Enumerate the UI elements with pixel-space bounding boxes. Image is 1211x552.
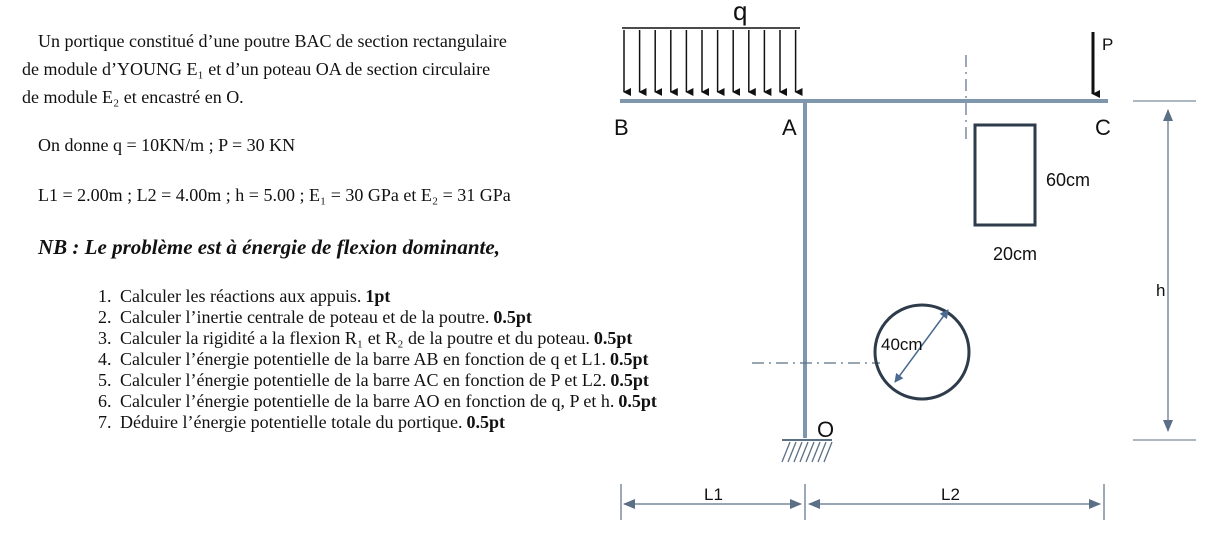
label-rect-width: 20cm: [993, 244, 1037, 264]
dimension-l1-l2: [620, 484, 1105, 520]
label-l2: L2: [941, 485, 960, 504]
column-circle-section: [873, 303, 971, 401]
question-points: 0.5pt: [593, 328, 633, 348]
label-circle-diameter: 40cm: [881, 335, 923, 354]
question-item: Déduire l’énergie potentielle totale du …: [116, 412, 657, 433]
label-h: h: [1156, 281, 1165, 300]
support-hatch-line: [817, 441, 827, 463]
given-dimensions: L1 = 2.00m ; L2 = 4.00m ; h = 5.00 ; E₁ …: [38, 185, 511, 205]
note-energy: NB : Le problème est à énergie de flexio…: [38, 235, 500, 259]
label-rect-height: 60cm: [1046, 170, 1090, 190]
fixed-support-o: [781, 439, 833, 463]
question-points: 1pt: [365, 286, 391, 306]
label-b: B: [614, 115, 629, 140]
question-points: 0.5pt: [609, 349, 649, 369]
dimension-h: [1133, 100, 1196, 441]
label-c: C: [1095, 115, 1111, 140]
question-item: Calculer l’inertie centrale de poteau et…: [116, 307, 657, 328]
question-points: 0.5pt: [493, 307, 532, 327]
support-hatch-line: [823, 441, 833, 463]
question-item: Calculer l’énergie potentielle de la bar…: [116, 349, 657, 370]
intro-line-3: de module E₂ et encastré en O.: [22, 87, 244, 107]
question-item: Calculer les réactions aux appuis.1pt: [116, 286, 657, 307]
label-o: O: [817, 417, 834, 442]
distributed-load-q: [622, 27, 803, 96]
label-p: P: [1102, 35, 1113, 54]
beam-rect-section: [973, 123, 1037, 227]
support-hatch-line: [799, 441, 809, 463]
label-l1: L1: [704, 485, 723, 504]
support-hatch-line: [805, 441, 815, 463]
question-item: Calculer l’énergie potentielle de la bar…: [116, 370, 657, 391]
question-points: 0.5pt: [466, 412, 506, 432]
given-loads: On donne q = 10KN/m ; P = 30 KN: [38, 135, 296, 155]
support-hatch-line: [811, 441, 821, 463]
question-points: 0.5pt: [610, 370, 649, 390]
question-item: Calculer la rigidité a la flexion R₁ et …: [116, 328, 657, 349]
intro-line-2: de module d’YOUNG E₁ et d’un poteau OA d…: [22, 59, 491, 79]
label-q: q: [733, 0, 747, 26]
support-hatch-line: [781, 441, 791, 463]
question-points: 0.5pt: [618, 391, 657, 411]
questions-list: Calculer les réactions aux appuis.1pt Ca…: [58, 286, 657, 433]
circle-diameter-line: [894, 309, 949, 383]
intro-line-1: Un portique constitué d’une poutre BAC d…: [38, 31, 507, 51]
support-hatch-line: [787, 441, 797, 463]
label-a: A: [782, 115, 797, 140]
question-item: Calculer l’énergie potentielle de la bar…: [116, 391, 657, 412]
support-hatch-line: [793, 441, 803, 463]
